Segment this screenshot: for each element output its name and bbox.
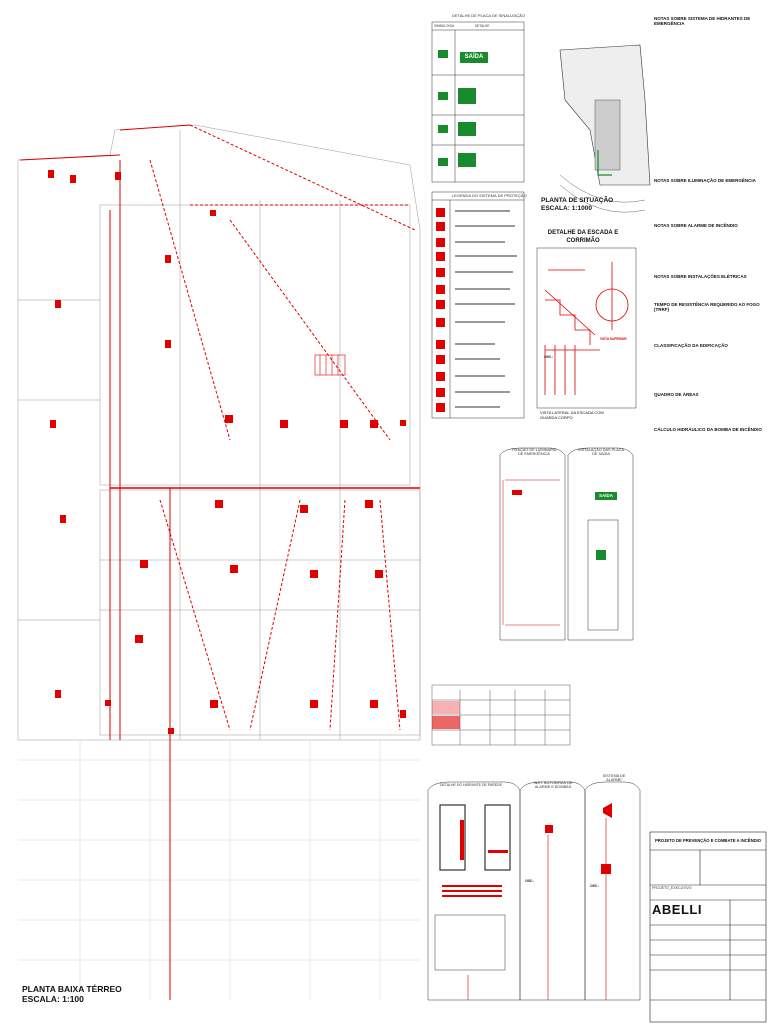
sign-detail-col-symbol: SIMBOLOGIA [434,24,455,28]
lighting-notes-title: NOTAS SOBRE ILUMINAÇÃO DE EMERGÊNCIA [654,178,756,183]
hydrant-box-title: DETALHE DO HIDRANTE DE PAREDE [440,783,502,787]
hydrant-notes-title: NOTAS SOBRE SISTEMA DE HIDRANTES DE EMER… [654,16,751,26]
stair-side-view-line1: VISTA LATERAL DA ESCADA COM [540,410,604,415]
pushbutton-obs-label: OBS.: [525,879,534,883]
site-plan-title: PLANTA DE SITUAÇÃO ESCALA: 1:1000 [541,197,613,213]
pushbutton-detail-title: INST. BOTOEIRAS DE ALARME E BOMBAS [523,781,583,790]
stair-detail-title-line2: CORRIMÃO [566,237,600,244]
title-block-project-type: PROJETO_EXECUTIVO [652,886,692,890]
exit-sign-detail-title: INSTALAÇÃO DAS PLACA DE SAÍDA [571,448,631,457]
alarm-system-title-line2: ALARME [606,777,622,782]
stair-side-view-line2: GUARDA CORPO [540,415,573,420]
pump-title: CÁLCULO HIDRÁULICO DA BOMBA DE INCÊNDIO [654,427,762,432]
title-block-firm: ABELLI [652,902,702,917]
exit-sign-detail-title-line1: INSTALAÇÃO DAS PLACA [577,448,625,452]
legend-title: LEGENDA DO SISTEMA DE PROTEÇÃO [452,193,527,198]
sign-detail-title: DETALHE DE PLACA DE SINALIZAÇÃO [452,13,526,18]
stair-detail-title-line1: DETALHE DA ESCADA E [547,230,619,236]
site-plan-title-line1: PLANTA DE SITUAÇÃO [541,197,614,204]
trrf-title: TEMPO DE RESISTÊNCIA REQUERIDO AO FOGO (… [654,302,760,312]
stair-side-view-label: VISTA LATERAL DA ESCADA COM GUARDA CORPO [540,410,604,420]
luminaire-detail-title-line1: FIXAÇÃO DE LUMINÁRIA [511,448,557,452]
alarm-notes-title: NOTAS SOBRE ALARME DE INCÊNDIO [654,223,738,228]
classification-title: CLASSIFICAÇÃO DA EDIFICAÇÃO [654,343,728,348]
exit-sign-installed: SAÍDA [595,492,617,500]
plan-scale: ESCALA: 1:100 [22,994,84,1004]
plan-title: PLANTA BAIXA TÉRREO ESCALA: 1:100 [22,984,122,1004]
exit-sign-detail-title-line2: DE SAÍDA [592,451,610,456]
stair-detail-title: DETALHE DA ESCADA E CORRIMÃO [543,230,623,245]
luminaire-detail-title: FIXAÇÃO DE LUMINÁRIA DE EMERGÊNCIA [505,448,563,457]
plan-title-line1: PLANTA BAIXA TÉRREO [22,984,122,994]
stair-top-view-label: VISTA SUPERIOR [600,337,627,341]
electrical-notes-title: NOTAS SOBRE INSTALAÇÕES ELÉTRICAS [654,274,747,279]
pushbutton-detail-title-line1: INST. BOTOEIRAS DE [533,781,573,785]
sign-detail-col-detail: DETALHE [475,24,490,28]
stair-obs-label: OBS.: [544,355,553,359]
areas-title: QUADRO DE ÁREAS [654,392,699,397]
title-block-project-title: PROJETO DE PREVENÇÃO E COMBATE A INCÊNDI… [654,838,762,843]
pushbutton-detail-title-line2: ALARME E BOMBAS [534,784,572,789]
alarm-system-title: SISTEMA DE ALARME [589,774,639,783]
luminaire-detail-title-line2: DE EMERGÊNCIA [518,451,550,456]
alarm-system-obs-label: OBS.: [590,884,599,888]
exit-sign-sample: SAÍDA [460,52,488,63]
site-plan-scale: ESCALA: 1:1000 [541,205,592,212]
alarm-system-title-line1: SISTEMA DE [602,774,626,778]
